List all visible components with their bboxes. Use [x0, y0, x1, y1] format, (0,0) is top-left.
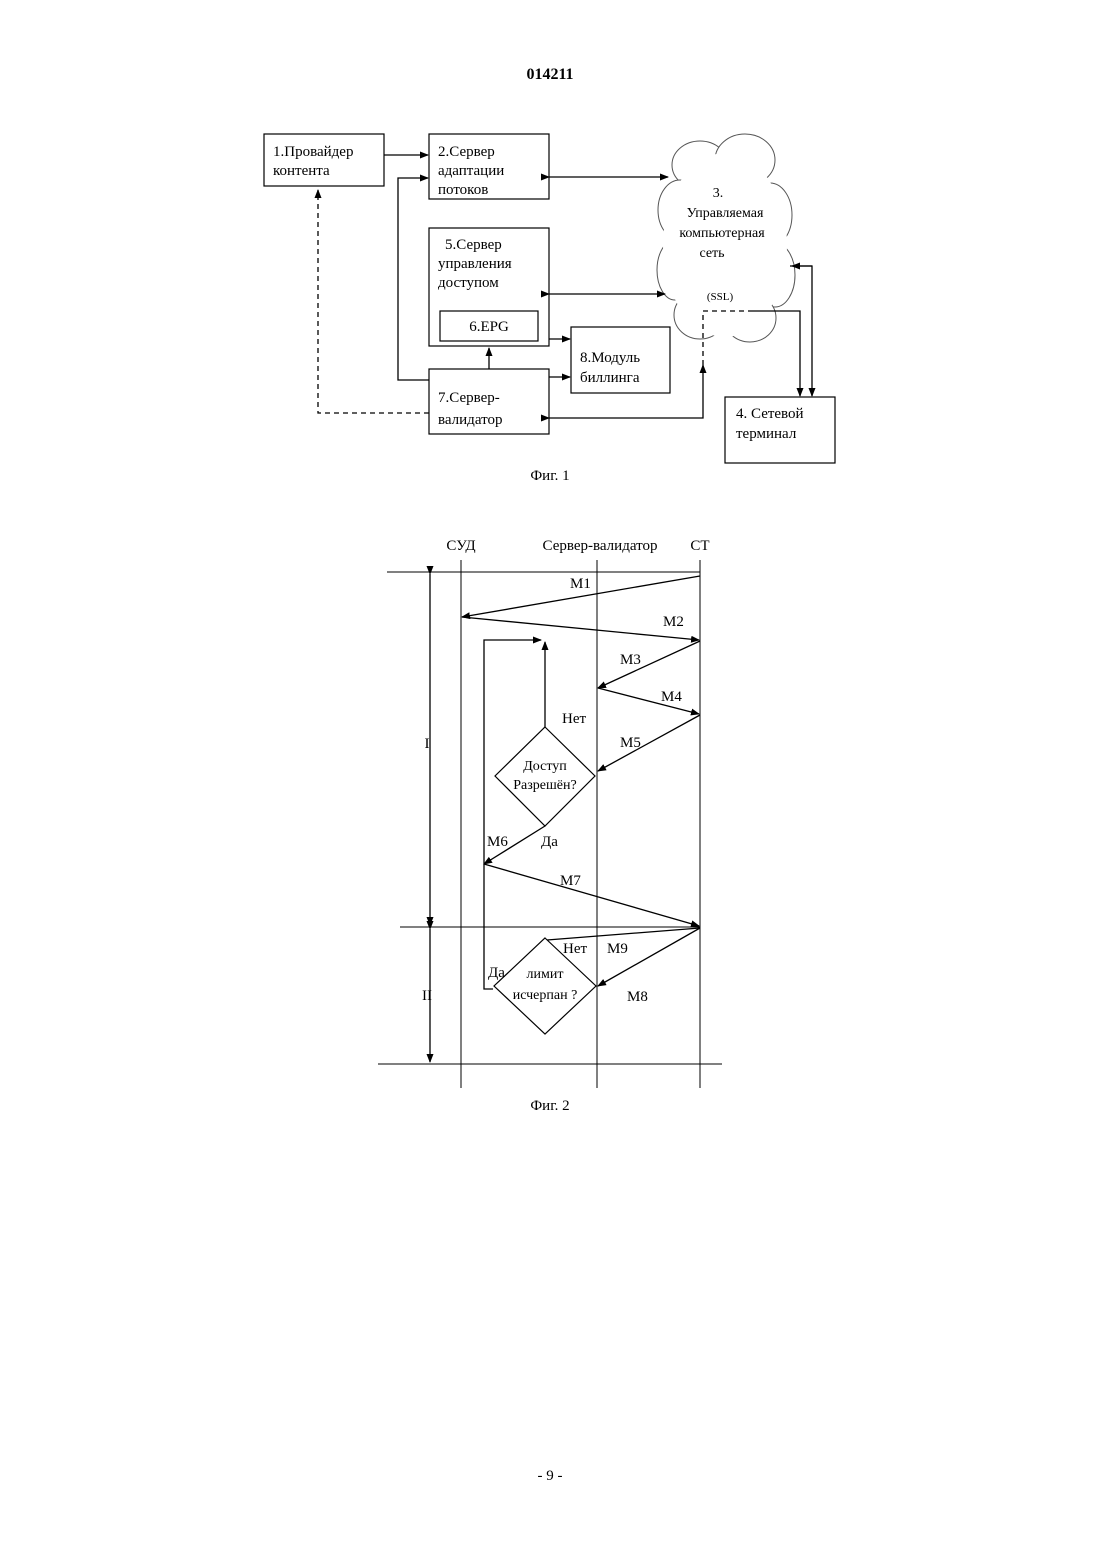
message-m4 [598, 688, 699, 714]
label-m6: M6 [487, 834, 508, 850]
label-m1: M1 [570, 576, 591, 592]
decision2-line1: лимит [527, 967, 564, 982]
message-m8 [598, 928, 700, 986]
phase-1-label: I [425, 736, 430, 752]
decision1-yes-label: Да [541, 834, 558, 850]
loop-back-path [484, 640, 541, 989]
label-m2: M2 [663, 614, 684, 630]
decision1-no-label: Нет [562, 711, 586, 727]
column-st: СТ [690, 538, 709, 554]
message-m9 [547, 928, 700, 940]
message-m5 [598, 715, 700, 771]
decision1-line1: Доступ [523, 759, 567, 774]
label-m4: M4 [661, 689, 682, 705]
decision2-yes-label: Да [488, 965, 505, 981]
label-m3: M3 [620, 652, 641, 668]
page-number: - 9 - [0, 1468, 1100, 1485]
decision2-line2: исчерпан ? [513, 988, 578, 1003]
column-sud: СУД [446, 538, 475, 554]
label-m9: M9 [607, 941, 628, 957]
figure-2-diagram: СУД Сервер-валидатор СТ I II M1 M2 M3 M4… [0, 0, 1100, 1100]
figure-2-caption: Фиг. 2 [0, 1098, 1100, 1115]
column-validator: Сервер-валидатор [543, 538, 658, 554]
decision2-no-label: Нет [563, 941, 587, 957]
label-m5: M5 [620, 735, 641, 751]
phase-2-label: II [422, 988, 432, 1004]
access-decision [495, 727, 595, 826]
message-m3 [598, 641, 700, 688]
decision1-line2: Разрешён? [513, 778, 576, 793]
message-m7 [484, 864, 699, 926]
label-m8: M8 [627, 989, 648, 1005]
label-m7: M7 [560, 873, 581, 889]
